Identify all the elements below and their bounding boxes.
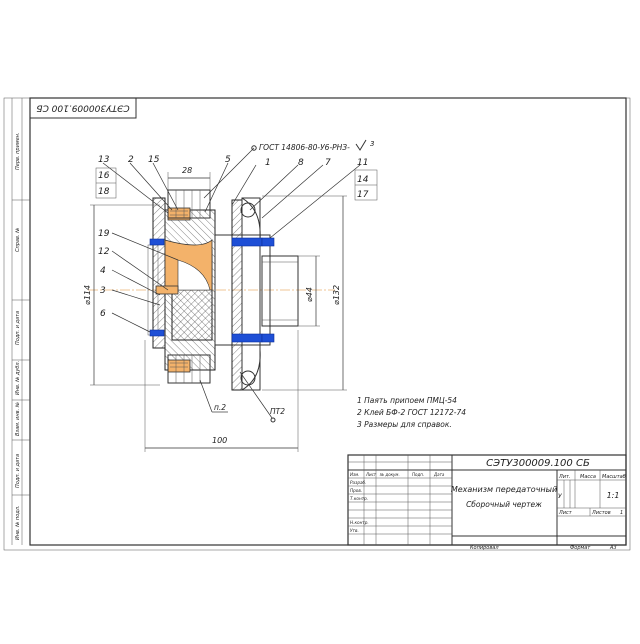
dim-n2: п.2 — [214, 403, 226, 412]
strip-label-0: Перв. примен. — [15, 132, 21, 170]
callout-15: 15 — [148, 155, 160, 165]
callout-19: 19 — [98, 229, 110, 239]
dim-44: ⌀44 — [305, 287, 314, 302]
left-fasteners — [149, 207, 191, 373]
tb-col-scale: Масштаб — [602, 474, 626, 480]
tb-role-2: Т.контр. — [350, 496, 368, 501]
dimensions: 28 ⌀114 ⌀44 ⌀132 100 п.2 ПТ2 — [83, 166, 347, 452]
tb-col-mass: Масса — [580, 474, 596, 480]
tb-row-3: Подп. — [412, 472, 424, 477]
tb-scale-value: 1:1 — [607, 491, 620, 500]
callout-boxes — [95, 167, 378, 201]
dim-114: ⌀114 — [83, 285, 92, 305]
left-hub — [147, 197, 216, 371]
tb-row-2: № докум. — [379, 472, 400, 477]
outer-frame — [3, 97, 631, 551]
callout-16: 16 — [98, 171, 110, 181]
tb-sheets-label: Листов — [591, 510, 611, 516]
dim-28: 28 — [182, 166, 192, 175]
dim-100: 100 — [212, 436, 227, 445]
tb-name-2: Сборочный чертеж — [466, 500, 542, 509]
tb-row-0: Изм. — [350, 472, 359, 477]
strip-label-2: Подп. и дата — [15, 311, 21, 345]
strip-label-3: Инв. № дубл. — [15, 361, 21, 395]
strip-label-1: Справ. № — [15, 228, 21, 252]
callout-5: 5 — [225, 155, 231, 165]
top-stamp: СЭТУ300009.100 СБ — [29, 97, 137, 119]
callout-14: 14 — [357, 175, 369, 185]
gost-text: ГОСТ 14806-80-У6-РНЗ- — [259, 143, 350, 152]
dim-132: ⌀132 — [332, 285, 341, 305]
tb-role-0: Разраб. — [350, 480, 366, 485]
callout-8: 8 — [298, 158, 304, 168]
tb-code: СЭТУ300009.100 СБ — [486, 458, 590, 469]
left-strip: Перв. примен. Справ. № Подп. и дата Инв.… — [11, 98, 30, 545]
dim-pt2: ПТ2 — [270, 407, 285, 416]
strip-label-4: Взам. инв. № — [15, 402, 21, 436]
callout-3: 3 — [100, 286, 106, 296]
callout-numbers: 13 2 15 5 16 18 1 8 7 11 14 17 19 12 4 3… — [98, 155, 369, 319]
callout-2: 2 — [128, 155, 134, 165]
tb-row-1: Лист — [365, 472, 377, 477]
tb-role-5: Утв. — [350, 528, 359, 533]
callout-13: 13 — [98, 155, 110, 165]
notes: 1 Паять припоем ПМЦ-54 2 Клей БФ-2 ГОСТ … — [357, 396, 466, 429]
strip-label-5: Подп. и дата — [15, 454, 21, 488]
format-label: Формат — [570, 545, 591, 551]
right-assembly — [214, 197, 299, 391]
format-value: А3 — [609, 545, 617, 551]
copied-label: Копировал — [470, 545, 499, 551]
tb-name-1: Механизм передаточный — [451, 485, 557, 494]
callout-18: 18 — [98, 187, 110, 197]
callout-6: 6 — [100, 309, 106, 319]
callout-12: 12 — [98, 247, 110, 257]
note-2: 2 Клей БФ-2 ГОСТ 12172-74 — [357, 408, 466, 417]
gear-rims — [167, 189, 211, 384]
tb-col-lit: Лит. — [558, 474, 571, 480]
tb-sheet-label: Лист — [558, 510, 573, 516]
top-stamp-code: СЭТУ300009.100 СБ — [36, 103, 129, 113]
callout-4: 4 — [100, 266, 106, 276]
callout-7: 7 — [325, 158, 331, 168]
tb-sheets-value: 1 — [620, 510, 623, 516]
tb-role-4: Н.контр. — [350, 520, 369, 525]
tb-lit-value: У — [558, 493, 562, 500]
tb-row-4: Дата — [433, 472, 445, 477]
callout-11: 11 — [357, 158, 368, 168]
gost-mark: 3 — [370, 140, 374, 148]
inner-frame — [29, 97, 627, 546]
note-3: 3 Размеры для справок. — [357, 420, 452, 429]
gost-label: ГОСТ 14806-80-У6-РНЗ- 3 — [203, 139, 374, 199]
leaders — [102, 162, 361, 333]
note-1: 1 Паять припоем ПМЦ-54 — [357, 396, 457, 405]
callout-1: 1 — [265, 158, 271, 168]
title-block: СЭТУ300009.100 СБ Механизм передаточный … — [347, 454, 627, 546]
callout-17: 17 — [357, 190, 369, 200]
tb-role-1: Пров. — [350, 488, 362, 493]
strip-label-6: Инв. № подл. — [15, 506, 21, 541]
